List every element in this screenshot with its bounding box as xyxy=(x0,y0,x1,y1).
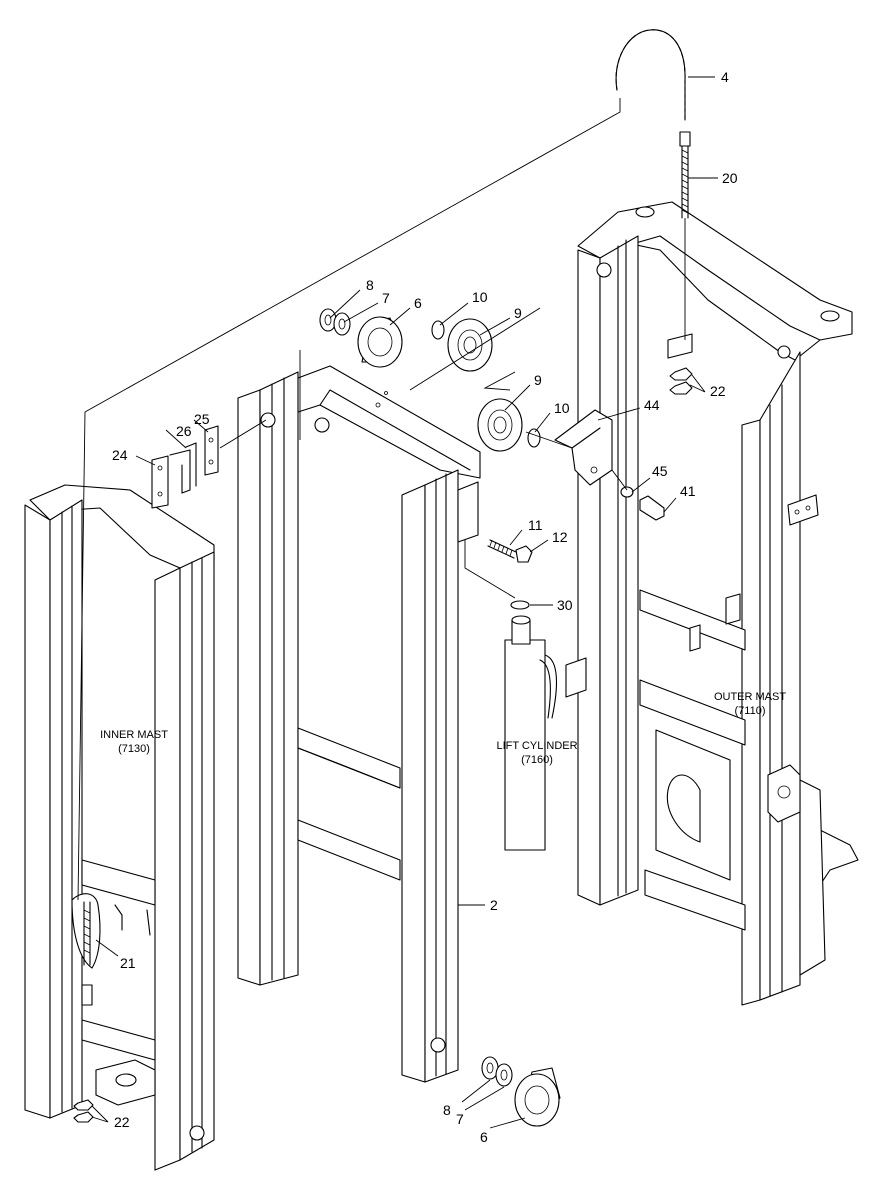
chain-anchor-21 xyxy=(71,893,101,1006)
callout-leaders xyxy=(91,76,718,1129)
lift-cylinder xyxy=(504,615,558,851)
callout-21: 21 xyxy=(120,955,136,971)
callout-20: 20 xyxy=(722,170,738,186)
callout-45: 45 xyxy=(652,463,668,479)
callout-4: 4 xyxy=(721,69,729,85)
callout-8-bottom: 8 xyxy=(443,1102,451,1118)
callout-9-mid: 9 xyxy=(534,372,542,388)
hex-nuts-top xyxy=(669,367,693,395)
label-inner-mast-code: (7130) xyxy=(118,743,150,755)
label-outer-mast: OUTER MAST xyxy=(714,691,786,703)
lift-chain xyxy=(615,29,686,121)
callout-11: 11 xyxy=(528,517,543,533)
callout-7-top: 7 xyxy=(382,290,390,306)
callout-10-top: 10 xyxy=(472,289,488,305)
callout-6-top: 6 xyxy=(414,295,422,311)
callout-41: 41 xyxy=(680,483,696,499)
hex-nuts-bottom xyxy=(73,1099,94,1123)
bracket-44 xyxy=(554,409,613,486)
bottom-roller-group xyxy=(481,1056,561,1127)
callout-7-bottom: 7 xyxy=(456,1111,464,1127)
callout-22-bottom: 22 xyxy=(114,1114,130,1130)
callout-8-top: 8 xyxy=(366,277,374,293)
chain-routing-lines xyxy=(77,98,686,901)
callout-30: 30 xyxy=(557,597,573,613)
chain-anchor-bolt xyxy=(679,131,691,219)
callout-2: 2 xyxy=(490,897,498,913)
inner-mast xyxy=(24,484,215,1171)
bolt-11-12 xyxy=(487,539,533,563)
label-lift-cylinder: LIFT CYLINDER xyxy=(496,740,577,752)
label-lift-cylinder-code: (7160) xyxy=(521,754,553,766)
middle-mast xyxy=(237,365,481,1083)
callout-12: 12 xyxy=(552,529,568,545)
washer-bolt-45-41 xyxy=(620,486,665,521)
callout-24: 24 xyxy=(112,447,128,463)
callout-6-bottom: 6 xyxy=(480,1129,488,1145)
label-inner-mast: INNER MAST xyxy=(100,729,168,741)
o-ring-30 xyxy=(510,600,530,610)
callout-25: 25 xyxy=(194,411,210,427)
callout-26: 26 xyxy=(176,423,192,439)
shim-plates xyxy=(151,425,219,509)
callout-10-mid: 10 xyxy=(554,400,570,416)
outer-mast xyxy=(565,201,859,1006)
callout-9-top: 9 xyxy=(514,305,522,321)
callout-22-top: 22 xyxy=(710,383,726,399)
callout-numbers: 4 20 8 7 6 10 9 9 10 44 22 25 26 24 45 4… xyxy=(112,69,738,1145)
assembly-labels: INNER MAST (7130) OUTER MAST (7110) LIFT… xyxy=(100,691,786,766)
label-outer-mast-code: (7110) xyxy=(735,705,766,717)
callout-44: 44 xyxy=(644,397,660,413)
